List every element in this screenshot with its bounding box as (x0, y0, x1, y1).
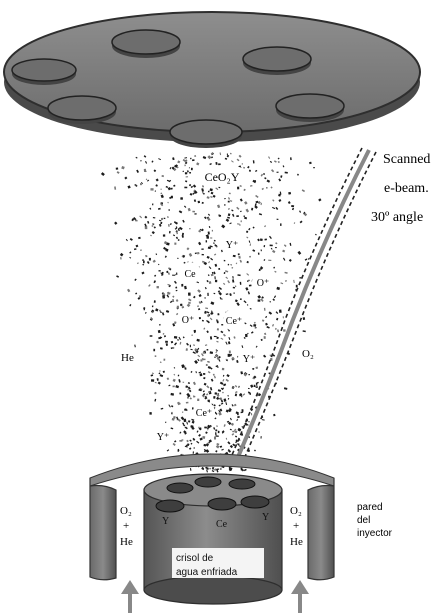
target-label: Y (162, 516, 169, 527)
svg-text:CeO₂Y: CeO₂Y (205, 170, 240, 184)
wall-label: pared del inyector (357, 502, 393, 539)
svg-text:Ce⁺: Ce⁺ (196, 408, 212, 419)
up-arrow-icon (121, 580, 139, 613)
injector-gas-left: O₂ + He (120, 505, 133, 548)
svg-text:Y⁺: Y⁺ (157, 432, 170, 443)
crucible-label: agua enfriada (176, 567, 238, 578)
species-label: Y⁺ (221, 233, 243, 255)
svg-text:O₂: O₂ (120, 505, 132, 517)
target-label: Ce (216, 519, 228, 530)
svg-text:Scanned: Scanned (383, 152, 430, 167)
injector-wall-left (90, 478, 116, 580)
svg-text:30º angle: 30º angle (371, 210, 423, 225)
up-arrow-icon (291, 580, 309, 613)
vapor-plume (101, 152, 322, 473)
pellet (170, 120, 242, 148)
species-label: Ce (179, 262, 201, 284)
electron-beam (232, 148, 376, 459)
species-label: Y⁺ (153, 426, 173, 446)
svg-text:O⁺: O⁺ (257, 278, 270, 289)
svg-text:Ce: Ce (184, 269, 196, 280)
svg-text:del: del (357, 515, 370, 526)
svg-text:inyector: inyector (357, 528, 393, 539)
injector-gas-right: O₂ + He (290, 505, 303, 548)
species-label: O⁺ (252, 271, 274, 293)
substrate-platform (4, 12, 420, 148)
crucible-label: crisol de (176, 553, 214, 564)
beam-label: Scanned e-beam. 30º angle (371, 152, 430, 225)
pellet (276, 94, 344, 122)
svg-text:Y⁺: Y⁺ (243, 354, 256, 365)
svg-text:pared: pared (357, 502, 383, 513)
pellet (48, 96, 116, 124)
svg-text:+: + (293, 520, 299, 532)
cloud-top-label: CeO₂Y (192, 165, 252, 187)
pellet (112, 30, 180, 58)
injector-wall-right (308, 478, 334, 580)
target-label: Y (262, 512, 269, 523)
svg-text:Ce⁺: Ce⁺ (226, 316, 242, 327)
svg-text:He: He (120, 536, 133, 548)
species-label: Ce⁺ (193, 401, 215, 423)
injector: Y Ce Y crisol de agua enfriada O₂ + He O… (90, 454, 334, 613)
species-label: Ce⁺ (223, 309, 245, 331)
svg-text:O⁺: O⁺ (182, 315, 195, 326)
svg-text:O₂: O₂ (290, 505, 302, 517)
svg-text:e-beam.: e-beam. (384, 181, 429, 196)
gas-label-right: O₂ (302, 348, 314, 360)
pellet (243, 47, 311, 75)
species-label: O⁺ (177, 308, 199, 330)
svg-text:Y⁺: Y⁺ (226, 240, 239, 251)
pellet (12, 59, 76, 85)
svg-text:He: He (290, 536, 303, 548)
crucible-bottom (144, 576, 282, 604)
svg-text:+: + (123, 520, 129, 532)
species-label: Y⁺ (238, 347, 260, 369)
gas-label-left: He (121, 352, 134, 364)
